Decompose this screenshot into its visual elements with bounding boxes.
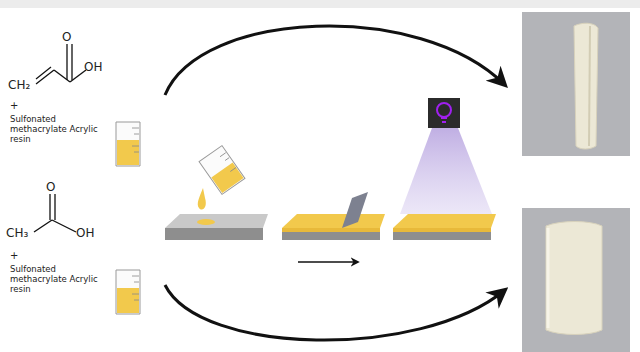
atom-label: O [62,30,82,44]
resin-drop [198,188,206,210]
coated-plate [282,214,385,240]
pouring-beaker [199,146,245,195]
beaker [116,122,140,166]
atom-label: CH₃ [6,226,46,240]
coating-direction-arrow [298,261,358,262]
acetic-acid-bonds [34,194,76,232]
curved-arrow [165,285,505,340]
plus-sign: + [10,250,30,262]
component-text: Sulfonated methacrylate Acrylic resin [10,264,114,295]
component-text: Sulfonated methacrylate Acrylic resin [10,114,114,145]
curved-arrow [165,26,505,95]
coated-plate [393,214,496,240]
beaker [116,270,140,314]
substrate-plate [165,214,268,240]
plus-sign: + [10,100,30,112]
atom-label: CH₂ [8,78,48,92]
acrylic-acid-bonds [36,44,86,84]
uv-light-cone [400,128,492,214]
atom-label: OH [76,226,106,240]
printed-part-photo [522,12,630,156]
printed-part-photo [522,208,630,352]
resin-puddle [197,219,215,225]
doctor-blade [342,192,368,228]
top-band [0,0,640,8]
atom-label: O [46,180,66,194]
uv-lamp-icon [428,98,460,128]
atom-label: OH [84,60,114,74]
